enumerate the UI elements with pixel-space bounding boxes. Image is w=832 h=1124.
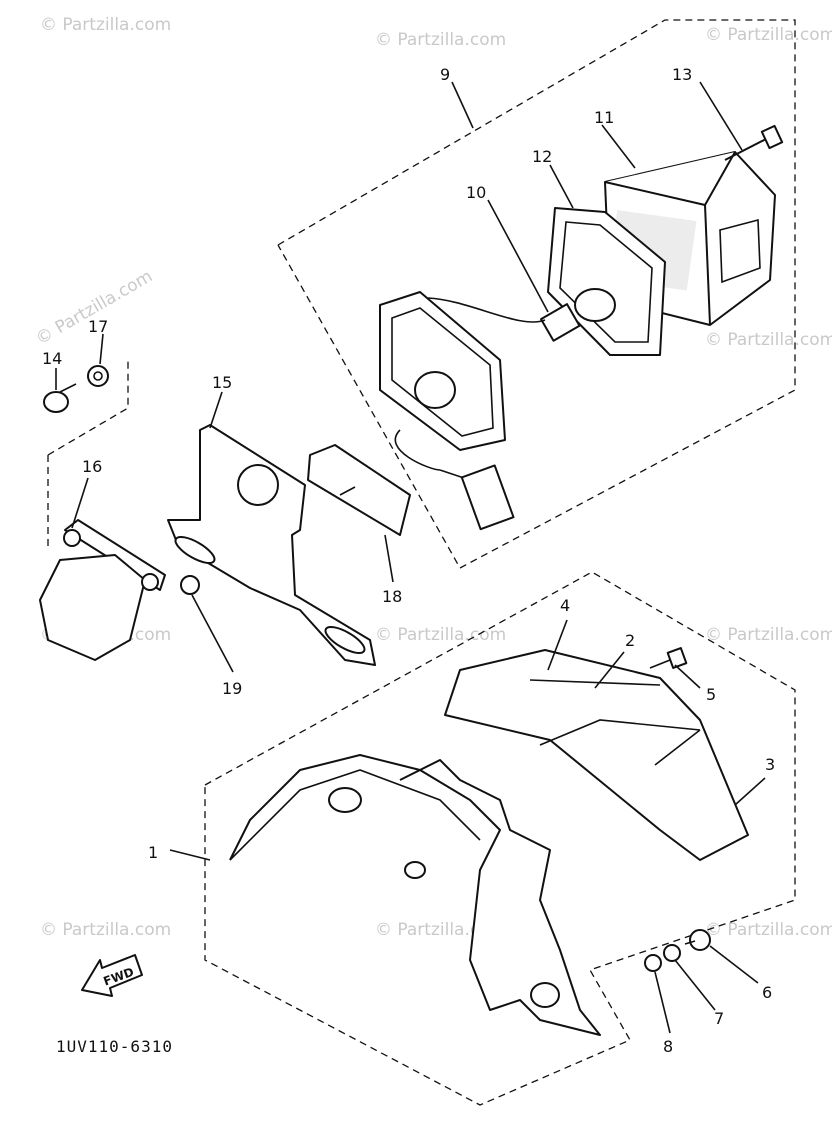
bolt-group-outline-top xyxy=(47,360,129,456)
license-bracket xyxy=(167,424,376,666)
taillight-cover-outline xyxy=(204,571,796,1106)
callout-7: 7 xyxy=(714,1009,724,1028)
lens-screw xyxy=(724,124,784,161)
callout-3: 3 xyxy=(765,755,775,774)
watermark: © Partzilla.com xyxy=(40,15,171,35)
callout-17: 17 xyxy=(88,317,108,336)
callout-14: 14 xyxy=(42,349,62,368)
small-bolt-and-washer xyxy=(43,365,109,413)
watermark: © Partzilla.com xyxy=(705,625,832,645)
callout-15: 15 xyxy=(212,373,232,392)
callout-4: 4 xyxy=(560,596,570,615)
callout-10: 10 xyxy=(466,183,486,202)
callout-13: 13 xyxy=(672,65,692,84)
diagram-code: 1UV110-6310 xyxy=(56,1037,173,1056)
taillight-cover xyxy=(444,649,749,861)
group-outlines xyxy=(47,19,796,1106)
bulb xyxy=(540,288,616,342)
callout-6: 6 xyxy=(762,983,772,1002)
fasteners xyxy=(644,647,711,972)
callout-2: 2 xyxy=(625,631,635,650)
callout-18: 18 xyxy=(382,587,402,606)
watermark: © Partzilla.com xyxy=(705,920,832,940)
lens-gasket xyxy=(547,207,666,356)
callout-12: 12 xyxy=(532,147,552,166)
callout-8: 8 xyxy=(663,1037,673,1056)
light-base xyxy=(379,291,546,531)
callout-1: 1 xyxy=(148,843,158,862)
watermark: © Partzilla.com xyxy=(375,30,506,50)
callout-16: 16 xyxy=(82,457,102,476)
callouts: 1 2 3 4 5 6 7 8 9 10 11 12 13 14 15 16 1… xyxy=(42,65,775,1056)
watermark: © Partzilla.com xyxy=(705,330,832,350)
callout-9: 9 xyxy=(440,65,450,84)
watermark: © Partzilla.com xyxy=(705,25,832,45)
watermark: © Partzilla.com xyxy=(33,266,157,349)
reflector xyxy=(307,444,411,536)
tail-light-assembly-outline xyxy=(277,19,796,569)
rear-lamp xyxy=(39,519,166,661)
leader-lines xyxy=(55,81,766,1034)
forward-arrow-icon: FWD xyxy=(81,954,143,997)
callout-11: 11 xyxy=(594,108,614,127)
tail-housing xyxy=(229,754,601,1036)
callout-19: 19 xyxy=(222,679,242,698)
callout-5: 5 xyxy=(706,685,716,704)
watermark: © Partzilla.com xyxy=(375,625,506,645)
nut xyxy=(180,575,200,595)
watermark: © Partzilla.com xyxy=(40,920,171,940)
